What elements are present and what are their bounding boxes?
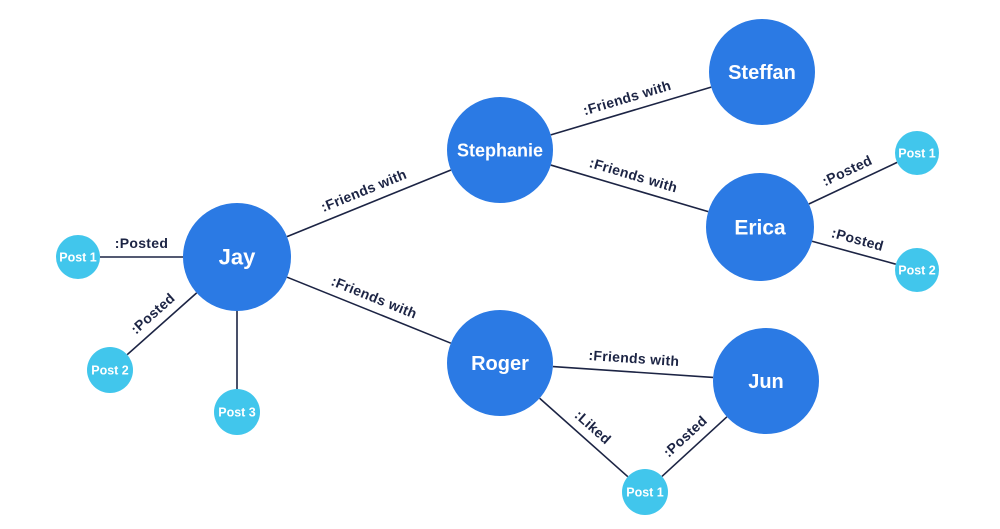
edges-layer <box>100 86 898 478</box>
node-circle-post3-bottom[interactable] <box>214 389 260 435</box>
edge-jay-roger <box>286 276 452 344</box>
node-label-post2-right: Post 2 <box>898 263 936 277</box>
node-label-stephanie: Stephanie <box>457 140 543 160</box>
node-circle-steffan[interactable] <box>709 19 815 125</box>
node-label-jay: Jay <box>219 245 256 270</box>
node-label-post1-left: Post 1 <box>59 250 97 264</box>
node-label-post1-bottom: Post 1 <box>626 485 664 499</box>
node-label-steffan: Steffan <box>728 62 796 84</box>
node-label-post1-right: Post 1 <box>898 146 936 160</box>
node-circle-post2-right[interactable] <box>895 248 939 292</box>
node-circle-post1-bottom[interactable] <box>622 469 668 515</box>
node-label-roger: Roger <box>471 353 529 375</box>
edge-post1-bottom-jun <box>661 416 728 478</box>
node-circle-erica[interactable] <box>706 173 814 281</box>
node-roger[interactable]: Roger <box>447 310 553 416</box>
edge-roger-post1-bottom <box>539 397 629 478</box>
edge-roger-jun <box>552 365 714 379</box>
edge-label-roger-jun: :Friends with <box>588 347 680 369</box>
edge-label-jay-roger: :Friends with <box>329 273 419 322</box>
node-circle-roger[interactable] <box>447 310 553 416</box>
node-circle-post1-right[interactable] <box>895 131 939 175</box>
node-circle-jay[interactable] <box>183 203 291 311</box>
edge-label-roger-post1-bottom: :Liked <box>572 407 615 448</box>
node-post3-bottom[interactable]: Post 3 <box>214 389 260 435</box>
node-stephanie[interactable]: Stephanie <box>447 97 553 203</box>
node-circle-stephanie[interactable] <box>447 97 553 203</box>
node-circle-post1-left[interactable] <box>56 235 100 279</box>
node-erica[interactable]: Erica <box>706 173 814 281</box>
node-circle-post2-left[interactable] <box>87 347 133 393</box>
node-steffan[interactable]: Steffan <box>709 19 815 125</box>
node-post2-left[interactable]: Post 2 <box>87 347 133 393</box>
node-label-erica: Erica <box>734 216 786 239</box>
edge-erica-post2-right <box>811 240 896 265</box>
node-label-post2-left: Post 2 <box>91 363 129 377</box>
node-post1-right[interactable]: Post 1 <box>895 131 939 175</box>
edge-stephanie-erica <box>550 164 709 213</box>
node-jay[interactable]: Jay <box>183 203 291 311</box>
node-label-post3-bottom: Post 3 <box>218 405 256 419</box>
edge-label-post2-left-jay: :Posted <box>127 290 178 338</box>
edge-label-post1-left-jay: :Posted <box>115 235 168 251</box>
edge-label-erica-post2-right: :Posted <box>830 224 886 254</box>
node-post1-left[interactable]: Post 1 <box>56 235 100 279</box>
node-post1-bottom[interactable]: Post 1 <box>622 469 668 515</box>
edge-label-erica-post1-right: :Posted <box>819 152 874 189</box>
edge-erica-post1-right <box>808 161 898 205</box>
node-post2-right[interactable]: Post 2 <box>895 248 939 292</box>
edge-jay-stephanie <box>286 169 452 238</box>
node-label-jun: Jun <box>748 371 784 393</box>
edge-stephanie-steffan <box>550 86 712 136</box>
node-jun[interactable]: Jun <box>713 328 819 434</box>
edge-post2-left-jay <box>126 292 198 356</box>
edge-label-jay-stephanie: :Friends with <box>319 166 409 215</box>
node-circle-jun[interactable] <box>713 328 819 434</box>
edge-label-post1-bottom-jun: :Posted <box>660 412 710 460</box>
